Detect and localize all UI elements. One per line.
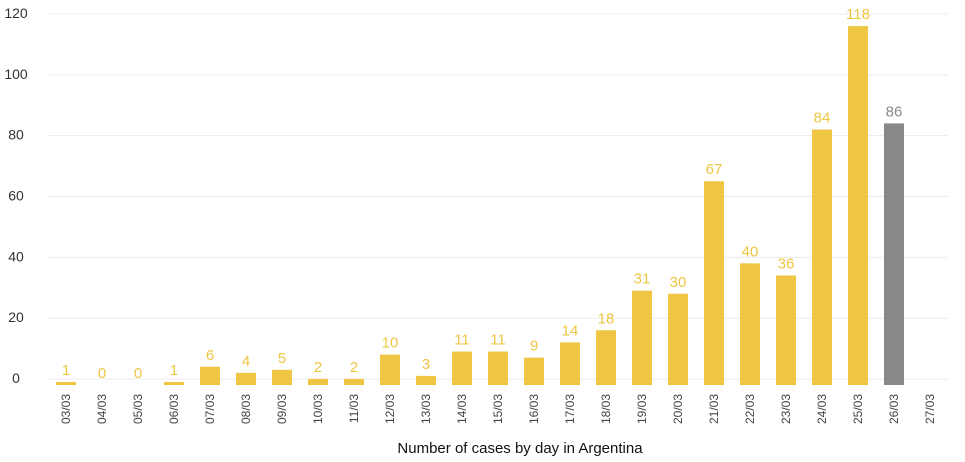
bars <box>56 26 904 386</box>
data-label: 31 <box>634 271 651 288</box>
bar <box>524 357 544 385</box>
x-tick-label: 20/03 <box>671 394 685 424</box>
x-tick-label: 21/03 <box>707 394 721 424</box>
x-tick-label: 13/03 <box>419 394 433 424</box>
data-label: 2 <box>350 359 358 376</box>
bar <box>632 290 652 385</box>
data-label: 40 <box>742 243 759 260</box>
x-tick-label: 17/03 <box>563 394 577 424</box>
x-tick-label: 08/03 <box>239 394 253 424</box>
data-label: 11 <box>454 332 470 349</box>
y-tick-label: 80 <box>8 127 24 143</box>
x-tick-label: 24/03 <box>815 394 829 424</box>
x-tick-label: 15/03 <box>491 394 505 424</box>
x-tick-label: 04/03 <box>95 394 109 424</box>
bar <box>308 378 328 385</box>
y-tick-label: 120 <box>4 5 28 21</box>
x-tick-label: 23/03 <box>779 394 793 424</box>
data-label: 36 <box>778 256 795 273</box>
data-label: 1 <box>62 362 70 379</box>
x-tick-label: 27/03 <box>923 394 937 424</box>
data-label: 9 <box>530 338 538 355</box>
data-label: 5 <box>278 350 286 367</box>
bar <box>200 366 220 385</box>
bar <box>560 342 580 385</box>
y-tick-label: 0 <box>12 370 20 386</box>
data-label: 4 <box>242 353 250 370</box>
bar <box>380 354 400 385</box>
data-label: 14 <box>562 322 579 339</box>
data-label: 67 <box>706 161 723 178</box>
bar <box>776 275 796 385</box>
data-label: 6 <box>206 347 214 364</box>
x-tick-label: 07/03 <box>203 394 217 424</box>
bar <box>344 378 364 385</box>
data-label: 0 <box>134 365 142 382</box>
x-tick-label: 03/03 <box>59 394 73 424</box>
bar <box>488 351 508 385</box>
y-tick-label: 20 <box>8 309 24 325</box>
x-axis-ticks: 03/03 04/03 05/03 06/03 07/03 08/03 09/03 10/03… <box>59 394 937 424</box>
x-tick-label: 05/03 <box>131 394 145 424</box>
x-tick-label: 22/03 <box>743 394 757 424</box>
y-tick-label: 100 <box>4 66 28 82</box>
y-tick-label: 40 <box>8 248 24 264</box>
data-label: 3 <box>422 356 430 373</box>
data-label: 1 <box>170 362 178 379</box>
x-tick-label: 26/03 <box>887 394 901 424</box>
bar <box>56 381 76 385</box>
bar <box>236 372 256 385</box>
bar <box>416 375 436 385</box>
y-tick-label: 60 <box>8 188 24 204</box>
bar <box>812 129 832 385</box>
bar <box>704 181 724 385</box>
bar <box>596 330 616 385</box>
x-tick-label: 09/03 <box>275 394 289 424</box>
data-label: 11 <box>490 332 506 349</box>
data-label: 2 <box>314 359 322 376</box>
x-tick-label: 14/03 <box>455 394 469 424</box>
bar <box>668 293 688 385</box>
x-axis-label: Number of cases by day in Argentina <box>397 440 643 457</box>
x-tick-label: 10/03 <box>311 394 325 424</box>
data-label: 30 <box>670 274 687 291</box>
x-tick-label: 19/03 <box>635 394 649 424</box>
data-label: 18 <box>598 310 615 327</box>
x-tick-label: 11/03 <box>347 394 361 423</box>
data-label: 86 <box>886 103 903 120</box>
x-tick-label: 16/03 <box>527 394 541 424</box>
bar <box>452 351 472 385</box>
x-tick-label: 12/03 <box>383 394 397 424</box>
x-tick-label: 06/03 <box>167 394 181 424</box>
bar <box>740 263 760 385</box>
data-label: 10 <box>382 335 399 352</box>
data-label: 118 <box>846 6 870 23</box>
gridlines <box>48 13 948 380</box>
x-tick-label: 18/03 <box>599 394 613 424</box>
x-tick-label: 25/03 <box>851 394 865 424</box>
bar <box>884 123 904 386</box>
bar <box>164 381 184 385</box>
data-label: 0 <box>98 365 106 382</box>
bar <box>272 369 292 385</box>
y-axis-ticks: 0 20 40 60 80 100 120 <box>4 5 28 386</box>
data-label: 84 <box>814 110 831 127</box>
bar <box>848 26 868 385</box>
